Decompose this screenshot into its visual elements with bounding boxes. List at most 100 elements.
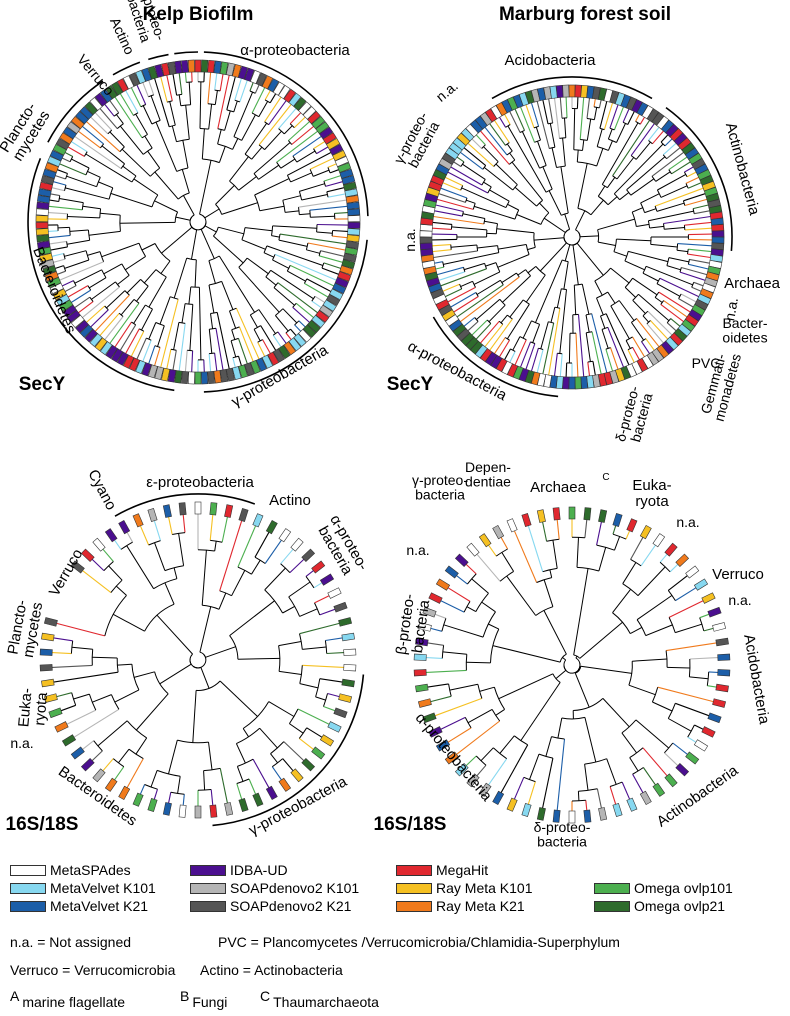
internal-branch [525,274,546,303]
leaf-branch [434,697,483,717]
internal-branch [246,257,269,275]
internal-branch [219,680,258,717]
internal-branch [224,110,231,131]
node-arc [508,159,516,165]
internal-branch [573,568,589,656]
leaf-tip [272,348,285,363]
internal-branch [483,167,514,191]
node-arc [278,645,281,672]
leaf-branch [499,116,507,128]
leaf-branch [431,238,457,241]
internal-branch [624,287,636,298]
node-arc [573,654,581,659]
leaf-branch [542,757,554,809]
leaf-branch [509,111,521,133]
node-arc [275,308,284,316]
leaf-branch [252,758,270,788]
leaf-branch [605,348,614,372]
internal-branch [135,113,148,135]
leaf-tip [664,773,678,788]
node-arc [534,139,541,143]
node-arc [180,104,191,107]
leaf-tip [135,359,146,375]
node-arc [519,336,527,341]
leaf-tip [255,357,268,372]
leaf-branch [460,276,520,323]
node-arc [481,179,486,186]
node-arc [602,184,608,189]
node-arc [624,251,629,262]
leaf-tip [162,802,172,816]
leaf-tip [267,78,280,93]
leaf-branch [314,295,325,303]
leaf-branch [471,138,483,149]
internal-branch [517,269,526,276]
internal-branch [551,147,557,168]
panel-marker: 16S/18S [374,814,447,835]
leaf-tip [707,712,722,724]
leaf-tip [415,637,429,647]
internal-branch [173,257,188,299]
leaf-branch [71,141,88,153]
leaf-branch [636,318,660,348]
leaf-branch [254,532,270,558]
internal-branch [143,269,157,284]
internal-branch [229,600,275,636]
node-arc [288,140,293,145]
leaf-tip [238,65,249,80]
leaf-branch [178,323,186,371]
leaf-tip [311,560,326,574]
leaf-tip [574,84,582,98]
node-arc [65,173,68,180]
node-arc [498,320,504,325]
internal-branch [656,202,685,212]
internal-branch [191,229,198,260]
leaf-branch [548,98,554,124]
leaf-tip [319,734,335,747]
leaf-branch [660,134,669,143]
leaf-branch [114,96,143,139]
internal-branch [552,540,558,569]
node-arc [144,784,158,790]
internal-branch [607,291,616,304]
leaf-tip [209,502,218,516]
node-arc [85,167,90,176]
node-arc [309,169,314,177]
leaf-branch [476,764,487,777]
leaf-branch [51,252,64,257]
node-arc [309,210,311,218]
leaf-tip [213,60,222,74]
leaf-tip [278,85,291,100]
panel-marker: 16S/18S [6,814,79,835]
internal-branch [110,192,153,208]
internal-branch [501,272,517,284]
node-arc [176,167,189,172]
internal-branch [442,651,467,655]
leaf-tip [347,228,361,236]
leaf-tip [178,804,187,818]
internal-branch [175,216,191,221]
leaf-branch [102,548,114,562]
leaf-tip [174,370,183,384]
internal-branch [535,259,563,323]
leaf-tip [555,84,564,99]
internal-branch [637,566,666,596]
leaf-tip [319,126,334,140]
node-arc [242,701,270,729]
leaf-tip [272,81,285,96]
leaf-tip [536,807,546,821]
node-arc [233,136,242,141]
internal-branch [92,656,118,659]
internal-branch [630,322,645,341]
node-arc [208,255,220,262]
node-arc [448,683,452,697]
node-arc [484,263,487,269]
node-arc [463,267,466,272]
node-arc [571,536,585,539]
leaf-tip [415,683,429,693]
leaf-tip [307,110,321,125]
node-arc [70,640,74,654]
leaf-branch [64,285,77,292]
leaf-branch [426,669,467,673]
leaf-branch [215,328,224,370]
